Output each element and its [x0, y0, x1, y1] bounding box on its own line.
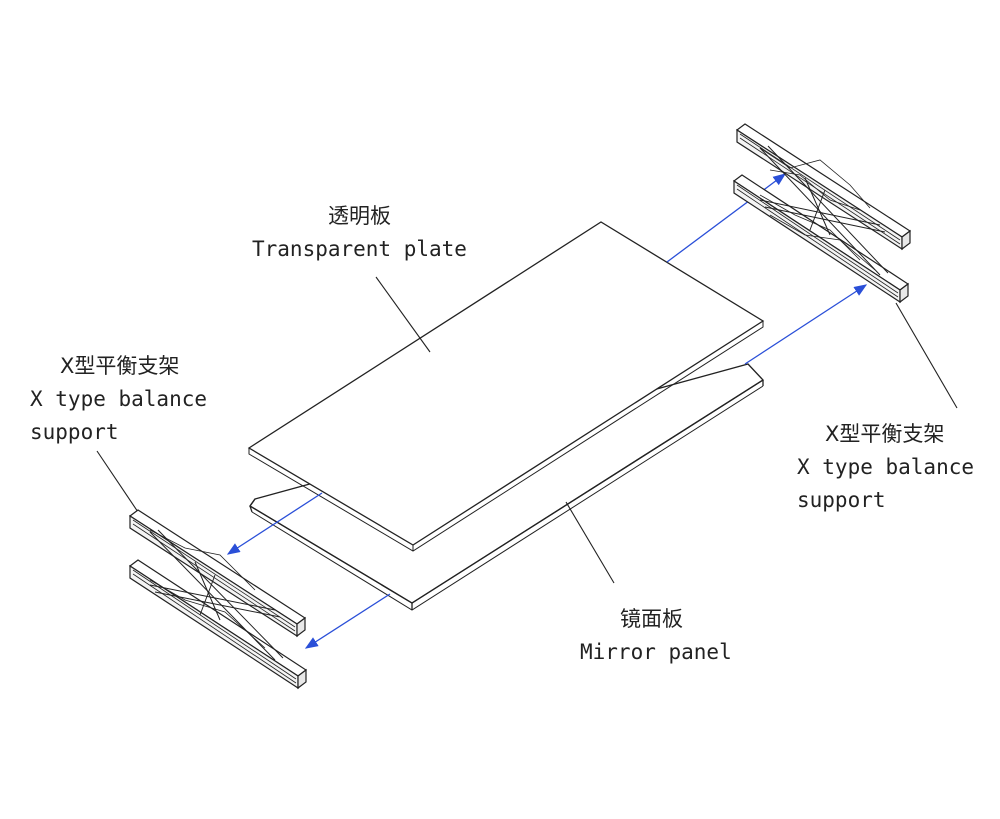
arrow-top-right-upper	[666, 173, 787, 263]
label-transparent-plate: 透明板 Transparent plate	[252, 200, 467, 266]
label-left-support: X型平衡支架 X type balance support	[30, 350, 207, 449]
left-x-support	[128, 509, 308, 690]
leader-transparent-plate	[375, 276, 431, 353]
label-left-support-cn: X型平衡支架	[60, 354, 180, 378]
label-right-support-cn: X型平衡支架	[825, 422, 945, 446]
label-left-support-en-1: X type balance	[30, 387, 208, 411]
arrow-bottom-left-upper	[226, 492, 323, 555]
label-transparent-plate-en: Transparent plate	[252, 237, 467, 261]
leader-lines	[96, 276, 958, 584]
leader-left-support	[96, 450, 141, 516]
label-transparent-plate-cn: 透明板	[327, 204, 391, 228]
label-left-support-en-2: support	[30, 420, 119, 444]
label-mirror-panel-cn: 镜面板	[620, 607, 683, 631]
label-right-support: X型平衡支架 X type balance support	[797, 418, 974, 517]
transparent-plate	[247, 221, 765, 552]
arrow-top-right-lower	[744, 284, 868, 365]
arrow-bottom-left-lower	[304, 593, 391, 649]
leader-right-support	[895, 302, 958, 409]
leader-mirror-panel	[565, 501, 615, 584]
label-right-support-en-1: X type balance	[797, 455, 975, 479]
right-support-x-bracing	[759, 145, 889, 276]
right-support-beam-upper	[735, 123, 912, 251]
left-support-x-bracing	[149, 529, 284, 661]
assembly-arrows	[226, 173, 868, 649]
label-mirror-panel-en: Mirror panel	[580, 640, 732, 664]
label-mirror-panel: 镜面板 Mirror panel	[580, 603, 732, 669]
right-x-support	[732, 123, 912, 304]
label-right-support-en-2: support	[797, 488, 886, 512]
